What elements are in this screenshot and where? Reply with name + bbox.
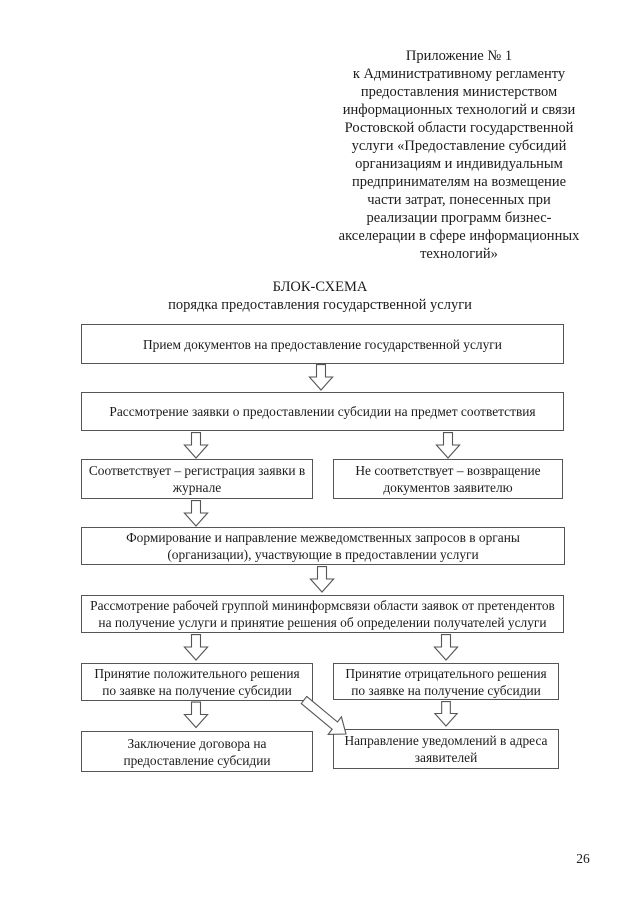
down-arrow-icon [308,364,334,391]
appendix-header-line: организациям и индивидуальным [355,156,563,172]
appendix-header-line: акселерации в сфере информационных [338,228,580,244]
down-arrow-icon [435,432,461,459]
down-arrow-icon [433,634,459,661]
down-arrow-icon [183,432,209,459]
appendix-header-line: Приложение № 1 [405,48,513,64]
page-title-line2: порядка предоставления государственной у… [168,296,472,313]
appendix-header-line: Ростовской области государственной [344,120,574,136]
appendix-header: Приложение № 1 к Административному регла… [326,47,592,263]
appendix-header-line: информационных технологий и связи [342,102,576,118]
flow-box-not-conforms-return: Не соответствует – возвращение документо… [333,459,563,499]
flow-box-label: Принятие отрицательного решения по заявк… [345,665,547,698]
down-arrow-icon [183,701,209,729]
appendix-header-line: реализации программ бизнес- [366,210,552,226]
flow-box-negative-decision: Принятие отрицательного решения по заявк… [333,663,559,700]
down-arrow-icon [183,500,209,527]
flow-box-working-group-review: Рассмотрение рабочей группой мининформсв… [81,595,564,633]
flow-box-receive-documents: Прием документов на предоставление госуд… [81,324,564,364]
flow-box-contract-conclusion: Заключение договора на предоставление су… [81,731,313,772]
appendix-header-line: услуги «Предоставление субсидий [351,138,567,154]
appendix-header-line: части затрат, понесенных при [367,192,551,208]
appendix-header-line: предпринимателям на возмещение [351,174,567,190]
down-arrow-icon [309,566,335,593]
appendix-header-line: технологий» [420,246,498,262]
flow-box-label: Прием документов на предоставление госуд… [143,336,502,352]
flow-box-review-application: Рассмотрение заявки о предоставлении суб… [81,392,564,431]
flow-box-label: Заключение договора на предоставление су… [123,735,271,768]
flow-box-positive-decision: Принятие положительного решения по заявк… [81,663,313,701]
flow-box-send-notifications: Направление уведомлений в адреса заявите… [333,729,559,769]
flow-box-conforms-register: Соответствует – регистрация заявки в жур… [81,459,313,499]
flow-box-label: Рассмотрение рабочей группой мининформсв… [90,598,555,630]
appendix-header-line: к Административному регламенту [352,66,566,82]
flow-box-interagency-requests: Формирование и направление межведомствен… [81,527,565,565]
flow-box-label: Рассмотрение заявки о предоставлении суб… [109,404,536,419]
flow-box-label: Не соответствует – возвращение документо… [355,463,541,495]
flow-box-label: Формирование и направление межведомствен… [126,530,520,562]
down-arrow-icon [183,634,209,661]
down-arrow-icon [433,701,459,727]
page-title: БЛОК-СХЕМА порядка предоставления госуда… [0,279,640,314]
appendix-header-line: предоставления министерством [360,84,558,100]
diagonal-down-right-arrow-icon [300,696,347,735]
flow-box-label: Соответствует – регистрация заявки в жур… [88,463,306,495]
page-title-line1: БЛОК-СХЕМА [272,279,368,295]
flow-box-label: Принятие положительного решения по заявк… [94,666,300,698]
page-number: 26 [576,851,590,866]
flow-box-label: Направление уведомлений в адреса заявите… [344,733,548,765]
